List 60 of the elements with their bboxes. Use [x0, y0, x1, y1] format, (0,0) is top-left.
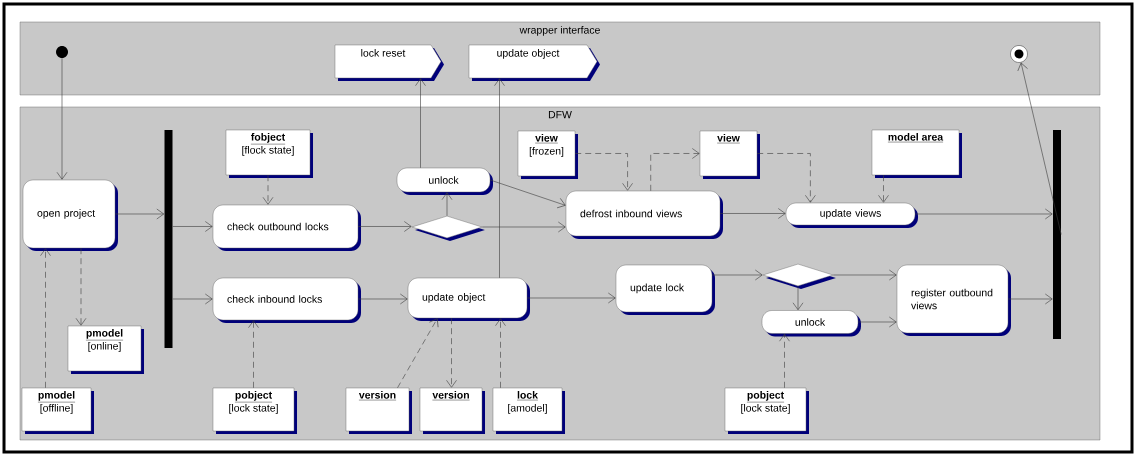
decision-diamond	[411, 215, 485, 241]
dashed-arrow	[75, 247, 87, 326]
arrow	[357, 293, 408, 305]
dashed-arrow	[574, 153, 633, 191]
arrow	[415, 78, 426, 169]
action-box: defrost inbound views	[565, 190, 723, 239]
dashed-arrow	[495, 318, 506, 389]
object-box: fobject [flock state]	[225, 129, 313, 178]
arrow	[832, 269, 897, 281]
action-box: update object	[407, 277, 530, 321]
action-box: update views	[785, 202, 918, 228]
arrow	[172, 221, 213, 232]
object-box: view	[699, 130, 760, 179]
sync-bar	[1053, 130, 1061, 339]
arrow	[494, 78, 505, 279]
object-box: pmodel [online]	[67, 325, 144, 374]
dashed-arrow	[262, 174, 274, 205]
arrow	[481, 221, 566, 233]
object-box: pobject [lock state]	[724, 387, 809, 434]
arrow	[1017, 62, 1062, 235]
arrow	[914, 208, 1053, 220]
action-box: update lock	[615, 264, 715, 315]
dashed-arrow	[248, 320, 259, 389]
dashed-arrow	[397, 318, 439, 389]
action-box: check inbound locks	[212, 277, 361, 323]
arrow	[857, 316, 897, 328]
dashed-arrow	[40, 248, 51, 389]
arrow	[719, 208, 786, 219]
arrow	[56, 57, 68, 180]
arrow	[114, 208, 165, 220]
arrow	[792, 285, 804, 311]
action-box: register outbound views	[896, 264, 1011, 336]
arrow	[1007, 293, 1053, 305]
signal-box: lock reset	[334, 44, 444, 81]
dashed-arrow	[446, 317, 457, 388]
final-node	[1010, 45, 1028, 63]
action-box: unlock	[761, 310, 861, 337]
dashed-arrow	[878, 174, 889, 203]
arrow	[711, 269, 763, 281]
action-box: check outbound locks	[212, 204, 361, 251]
object-box: pmodel [offline]	[21, 387, 94, 434]
action-box: open project	[22, 179, 118, 251]
dashed-arrow	[779, 333, 790, 389]
object-box: model area	[871, 129, 962, 178]
arrow	[489, 179, 566, 209]
object-box: lock [amodel]	[492, 387, 565, 434]
dashed-arrow	[650, 148, 700, 192]
object-box: pobject [lock state]	[212, 387, 297, 434]
signal-box: update object	[468, 44, 600, 81]
object-box: view [frozen]	[517, 130, 578, 179]
arrow	[357, 221, 412, 232]
decision-diamond	[762, 263, 836, 289]
arrow	[526, 292, 616, 304]
sync-bar	[164, 130, 173, 348]
action-box: unlock	[396, 167, 493, 195]
dashed-arrow	[756, 153, 816, 203]
arrow	[441, 192, 453, 217]
object-box: version	[419, 387, 485, 434]
arrow	[172, 293, 213, 305]
object-box: version	[345, 387, 412, 434]
